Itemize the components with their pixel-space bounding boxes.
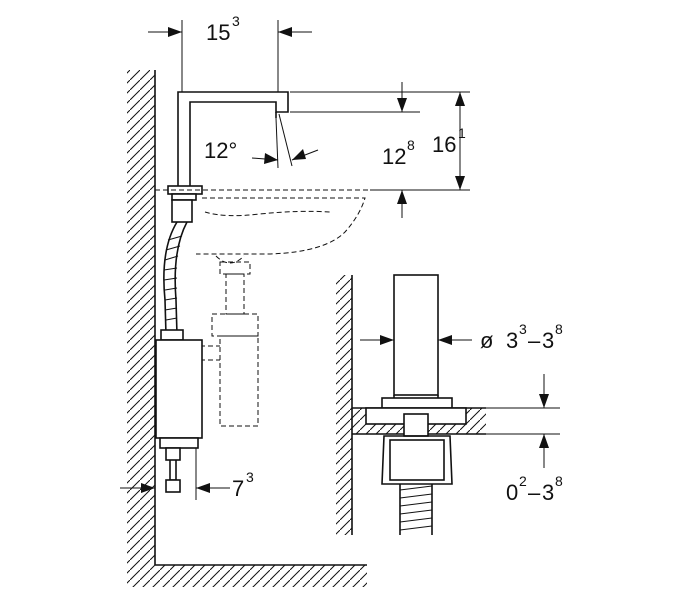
dim-hole-diameter-prefix: ø [480, 328, 493, 353]
dim-wall-offset-sup: 3 [246, 469, 254, 485]
dimension-countertop-thickness: 0 2 – 3 8 [486, 374, 563, 505]
dim-faucet-projection-base: 15 [206, 20, 230, 45]
detail-faucet-body [365, 274, 467, 535]
floor [127, 564, 367, 587]
dim-hole-diameter-a-sup: 3 [519, 321, 527, 337]
dim-countertop-sep: – [528, 480, 541, 505]
dim-spout-height-sup: 8 [407, 137, 415, 153]
dim-wall-offset-base: 7 [232, 476, 244, 501]
dim-total-height-base: 16 [432, 132, 456, 157]
dim-total-height-sup: 1 [458, 125, 466, 141]
supply-hose [160, 199, 193, 341]
dim-hole-diameter-b: 3 [542, 328, 554, 353]
dim-countertop-a-sup: 2 [519, 473, 527, 489]
dim-hole-diameter-a: 3 [506, 328, 518, 353]
dim-hole-diameter-b-sup: 8 [555, 321, 563, 337]
control-box [155, 339, 203, 493]
dim-countertop-b-sup: 8 [555, 473, 563, 489]
dimension-faucet-projection: 15 3 [148, 13, 312, 92]
dim-faucet-projection-sup: 3 [232, 13, 240, 29]
dim-spout-angle-text: 12° [204, 138, 237, 163]
dim-countertop-a: 0 [506, 480, 518, 505]
detail-wall [336, 275, 353, 535]
basin [155, 189, 370, 427]
dimension-wall-offset: 7 3 [120, 448, 254, 501]
dim-countertop-b: 3 [542, 480, 554, 505]
dim-hole-diameter-sep: – [528, 328, 541, 353]
wall [127, 70, 156, 565]
dimension-hole-diameter: ø 3 3 – 3 8 [360, 321, 563, 353]
dimension-heights: 12 8 16 1 [290, 82, 470, 218]
dimension-spout-angle: 12° [204, 113, 319, 169]
dim-spout-height-base: 12 [382, 144, 406, 169]
